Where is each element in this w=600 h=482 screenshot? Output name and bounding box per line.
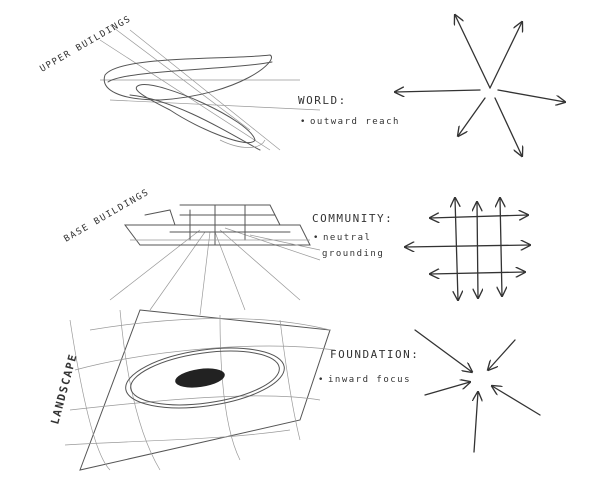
bullet-outward-reach: outward reach <box>310 117 400 127</box>
inward-arrows-icon <box>414 329 541 453</box>
bullet-inward-focus: inward focus <box>328 375 411 385</box>
upper-buildings-sketch <box>99 24 321 151</box>
grid-arrows-icon <box>405 198 530 300</box>
section-label-base-buildings: BASE BUILDINGS <box>63 188 152 245</box>
section-label-landscape: LANDSCAPE <box>48 352 79 426</box>
heading-world: WORLD: <box>298 94 347 107</box>
landscape-sketch <box>64 309 336 471</box>
bullet-dot: • <box>300 117 307 127</box>
heading-community: COMMUNITY: <box>312 212 393 225</box>
bullet-dot: • <box>313 233 320 243</box>
base-buildings-sketch <box>109 204 321 316</box>
section-label-upper-buildings: UPPER BUILDINGS <box>39 14 134 75</box>
bullet-dot: • <box>318 375 325 385</box>
center-void <box>175 368 225 388</box>
bullet-grounding: grounding <box>322 249 384 259</box>
outward-arrows-icon <box>395 15 565 156</box>
heading-foundation: FOUNDATION: <box>330 348 419 361</box>
bullet-neutral: neutral <box>323 233 371 243</box>
